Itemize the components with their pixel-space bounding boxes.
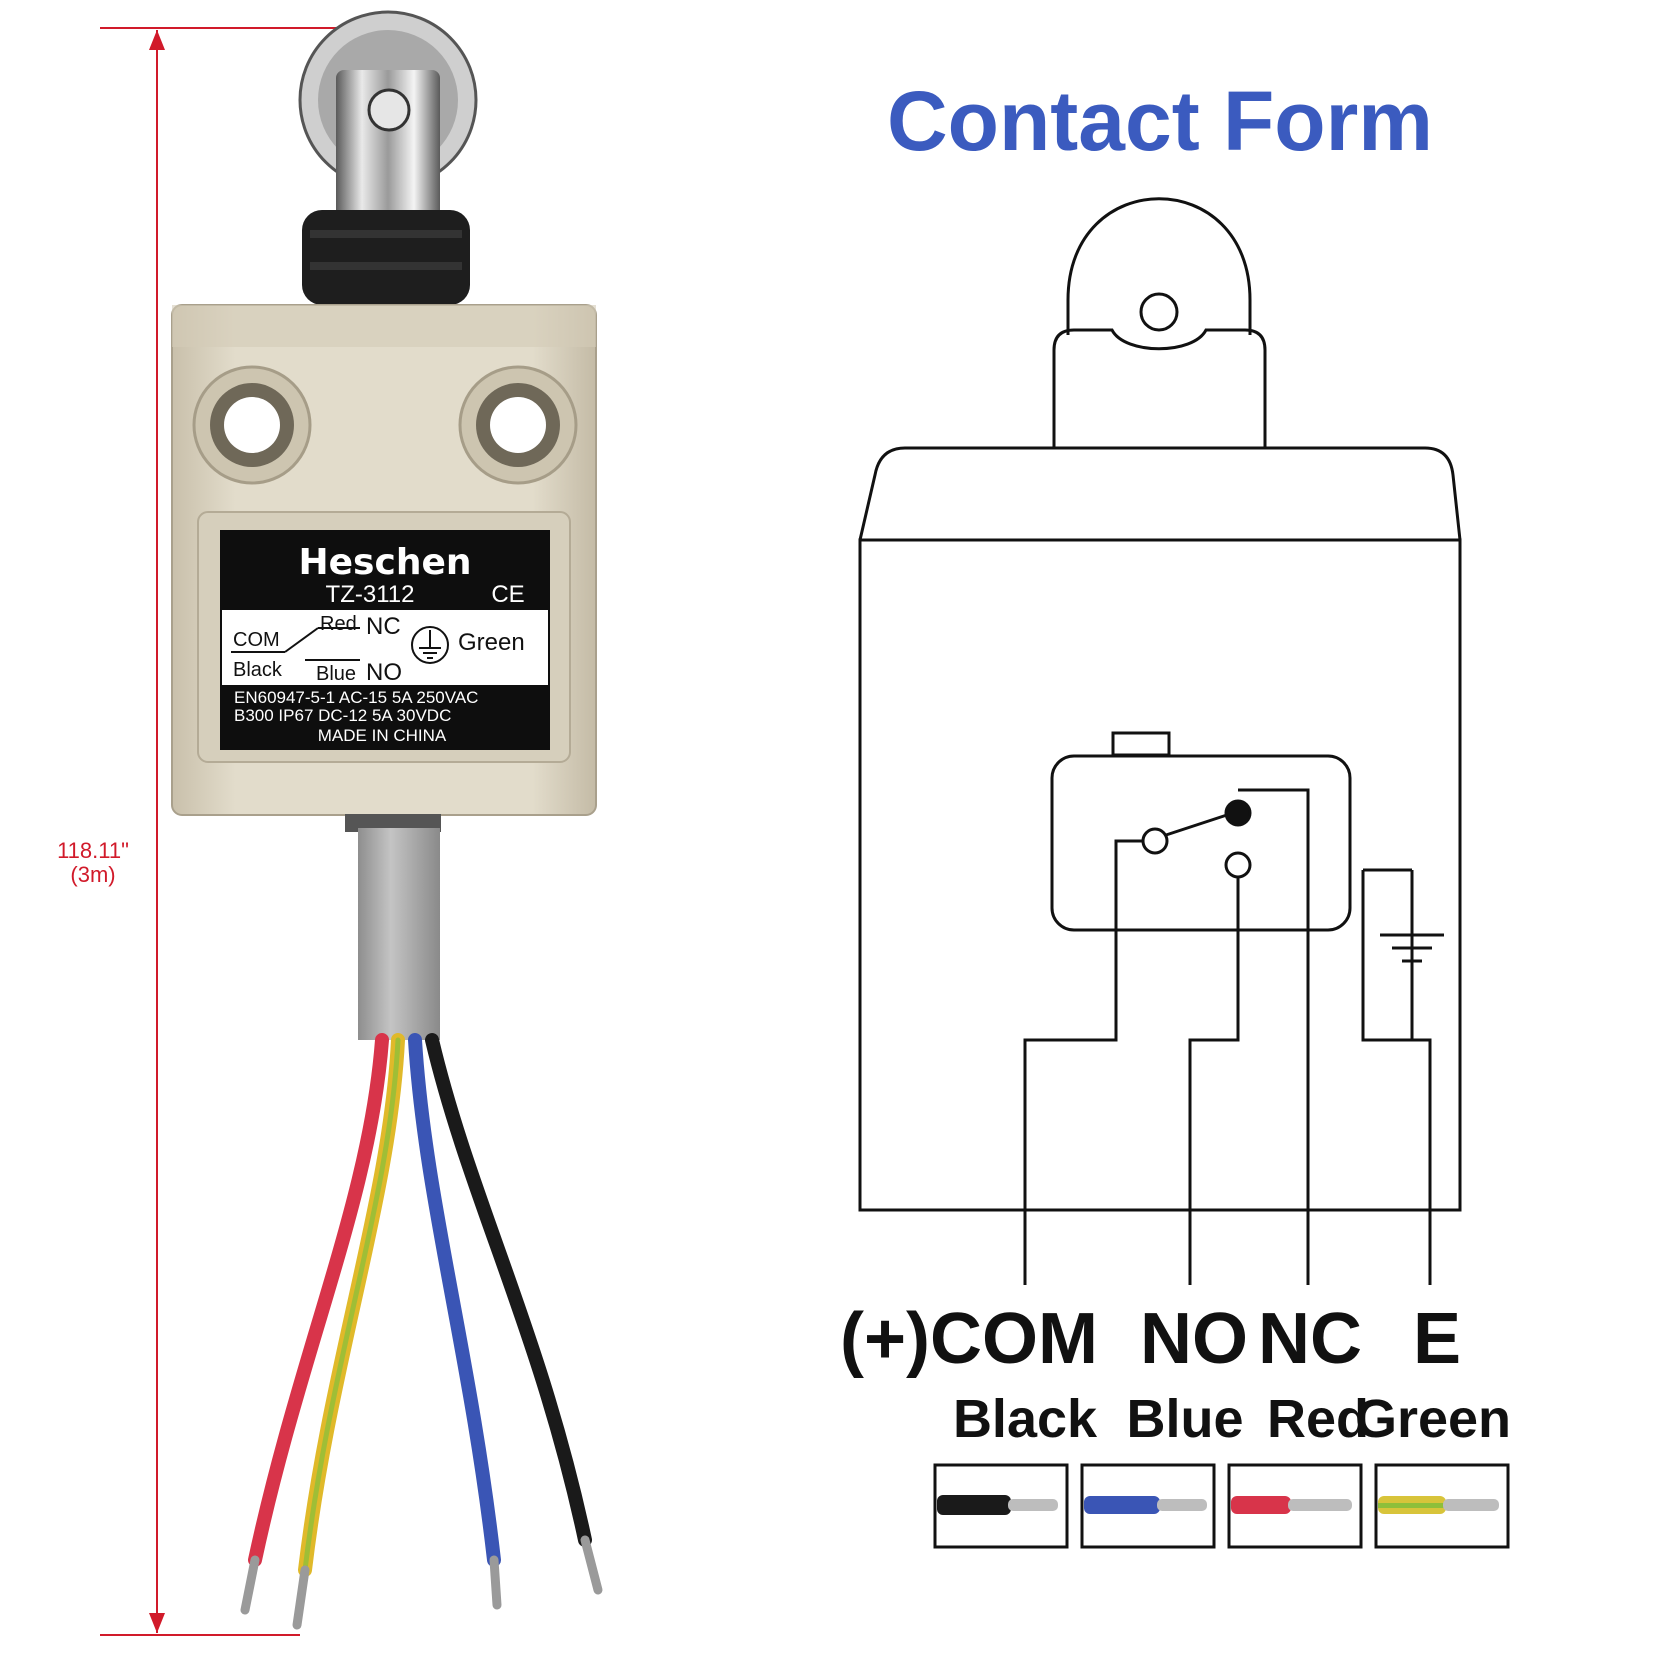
label-made-in: MADE IN CHINA bbox=[318, 726, 447, 745]
housing-body bbox=[858, 538, 1462, 1212]
label-black: Black bbox=[233, 659, 283, 681]
label-green: Green bbox=[458, 629, 525, 656]
wire-red bbox=[248, 1033, 389, 1567]
cable-sheath bbox=[358, 828, 440, 1040]
label-red: Red bbox=[320, 613, 357, 635]
swatch-green bbox=[1374, 1463, 1510, 1549]
swatch-red bbox=[1227, 1463, 1363, 1549]
label-spec-1: EN60947-5-1 AC-15 5A 250VAC bbox=[234, 688, 478, 707]
arrow-up-icon bbox=[149, 30, 165, 50]
contact-diagram bbox=[858, 197, 1462, 1285]
mounting-hole-left bbox=[192, 365, 312, 485]
terminal-no: NO bbox=[1140, 1299, 1248, 1379]
com-contact bbox=[1141, 827, 1169, 855]
roller-pin bbox=[1139, 292, 1179, 332]
rubber-boot bbox=[302, 210, 470, 305]
switch-plunger bbox=[1111, 731, 1171, 757]
terminal-e: E bbox=[1413, 1299, 1461, 1379]
swatch-blue bbox=[1080, 1463, 1216, 1549]
roller-outline bbox=[1066, 197, 1252, 335]
ce-mark: CE bbox=[491, 581, 524, 608]
swatch-black bbox=[933, 1463, 1069, 1549]
terminal-labels: (+)COM NO NC E Black Blue Red Green bbox=[840, 1299, 1511, 1449]
dimension-marker: 118.11" (3m) bbox=[40, 27, 385, 1636]
ground-symbol bbox=[1380, 870, 1444, 963]
plunger bbox=[336, 70, 440, 220]
dimension-length-inches: 118.11" bbox=[57, 838, 129, 863]
no-contact bbox=[1224, 851, 1252, 879]
switch-lever bbox=[1165, 810, 1237, 837]
mounting-hole-right bbox=[458, 365, 578, 485]
diagram-title: Contact Form bbox=[887, 74, 1433, 168]
housing-top bbox=[858, 446, 1462, 541]
wire-swatches bbox=[933, 1463, 1510, 1549]
wire-black bbox=[425, 1033, 592, 1547]
label-no: NO bbox=[366, 659, 402, 686]
label-spec-2: B300 IP67 DC-12 5A 30VDC bbox=[234, 706, 451, 725]
wire-blue bbox=[408, 1033, 501, 1567]
dimension-length-meters: (3m) bbox=[70, 862, 115, 887]
wiring-legend bbox=[222, 610, 548, 685]
label-nc: NC bbox=[366, 613, 401, 640]
label-com: COM bbox=[233, 629, 280, 651]
terminal-nc: NC bbox=[1258, 1299, 1362, 1379]
nc-contact bbox=[1224, 799, 1252, 827]
ground-icon bbox=[411, 626, 449, 664]
label-blue: Blue bbox=[316, 663, 356, 685]
wire-color-no: Blue bbox=[1126, 1389, 1243, 1449]
wire-color-nc: Red bbox=[1267, 1389, 1369, 1449]
switch-photo: Heschen TZ-3112 CE COM Black Red NC Blue… bbox=[171, 10, 603, 1630]
terminal-com: (+)COM bbox=[840, 1299, 1098, 1379]
wire-color-com: Black bbox=[953, 1389, 1098, 1449]
label-brand: Heschen bbox=[299, 542, 472, 583]
label-model: TZ-3112 bbox=[326, 581, 415, 608]
switch-block bbox=[1050, 754, 1352, 932]
arrow-down-icon bbox=[149, 1613, 165, 1633]
wire-color-e: Green bbox=[1355, 1389, 1511, 1449]
